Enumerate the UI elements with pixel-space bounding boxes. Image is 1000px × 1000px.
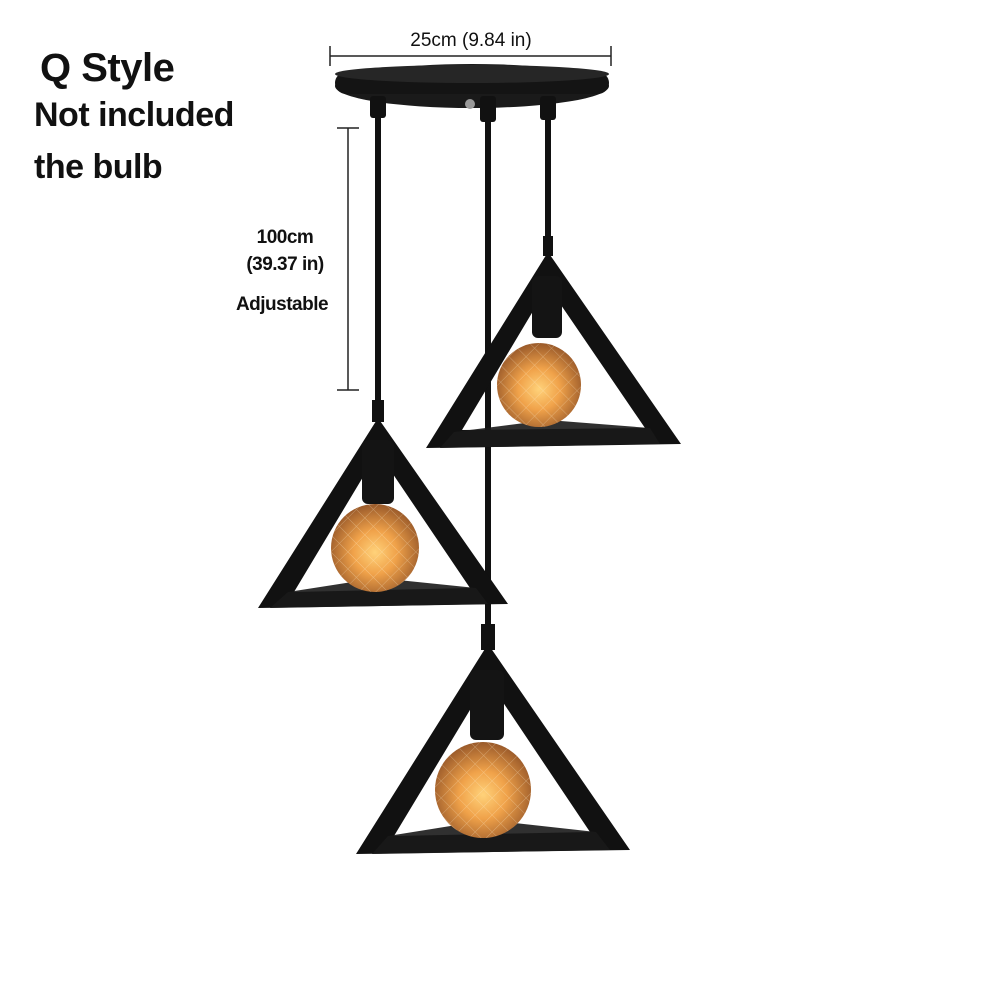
bulb-note-line2: the bulb xyxy=(34,148,163,186)
socket-icon xyxy=(362,440,394,504)
canopy-screw-icon xyxy=(465,99,475,109)
cord-length-cm-label: 100cm xyxy=(256,227,314,248)
length-dimension-line xyxy=(337,127,359,391)
style-title: Q Style xyxy=(40,46,175,90)
ceiling-canopy xyxy=(335,64,609,109)
width-dimension-line xyxy=(329,46,612,66)
adjustable-label: Adjustable xyxy=(235,294,329,315)
socket-icon xyxy=(470,670,504,740)
cord-grips xyxy=(370,96,556,122)
pendant-bottom-center xyxy=(356,624,630,854)
width-dimension-label: 25cm (9.84 in) xyxy=(410,30,532,51)
cord-length-in-label: (39.37 in) xyxy=(246,254,324,275)
pendant-middle-left xyxy=(258,400,508,608)
bulb-note-line1: Not included xyxy=(34,96,234,134)
socket-icon xyxy=(532,276,562,338)
pendant-upper-right xyxy=(426,236,681,448)
